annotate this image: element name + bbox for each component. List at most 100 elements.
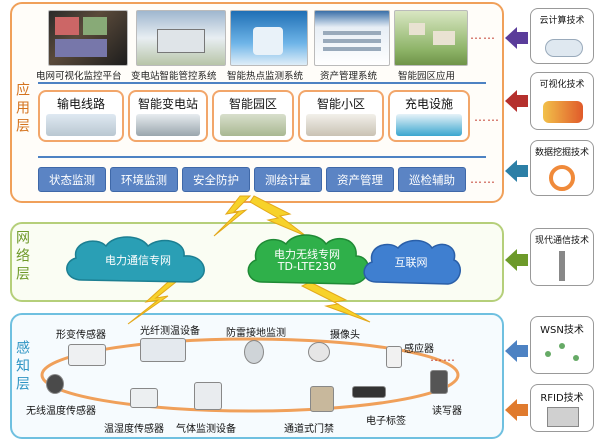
function-survey-metering: 测绘计量 bbox=[254, 167, 322, 192]
tech-label-data-mining: 数据挖掘技术 bbox=[534, 148, 589, 158]
device-label-access-gate: 通道式门禁 bbox=[284, 424, 334, 435]
functions-more-ellipsis: …… bbox=[470, 172, 496, 186]
field-card-smart-park: 智能园区 bbox=[212, 90, 294, 142]
transmission-tower-icon bbox=[46, 114, 116, 136]
data-mining-icon bbox=[541, 161, 583, 191]
private-network-cloud bbox=[66, 236, 205, 283]
tech-box-visualization: 可视化技术 bbox=[530, 72, 594, 130]
tech-box-modern-communication: 现代通信技术 bbox=[530, 228, 594, 286]
rfid-card-icon bbox=[541, 405, 583, 427]
function-asset-management: 资产管理 bbox=[326, 167, 394, 192]
device-label-fiber-temperature: 光纤测温设备 bbox=[140, 326, 200, 337]
device-label-grounding-monitor: 防雷接地监测 bbox=[226, 328, 286, 339]
wireless-network-cloud bbox=[247, 234, 370, 285]
field-card-smart-substation: 智能变电站 bbox=[128, 90, 208, 142]
device-label-deformation-sensor: 形变传感器 bbox=[56, 330, 106, 341]
device-label-wireless-temperature: 无线温度传感器 bbox=[26, 406, 96, 417]
data-mining-tech-arrow bbox=[516, 165, 528, 177]
communication-tower-icon bbox=[541, 249, 583, 281]
internet-label: 互联网 bbox=[394, 256, 428, 269]
deformation-sensor-icon bbox=[68, 344, 106, 366]
internet-cloud bbox=[363, 239, 461, 285]
device-label-electronic-tag: 电子标签 bbox=[366, 416, 406, 427]
field-card-transmission-line: 输电线路 bbox=[38, 90, 124, 142]
tech-box-cloud-computing: 云计算技术 bbox=[530, 8, 594, 64]
application-layer-title: 应用层 bbox=[14, 82, 30, 136]
lightning-bolt-icon bbox=[249, 195, 307, 237]
devices-more-ellipsis: …… bbox=[430, 350, 456, 364]
private-network-label: 电力通信专网 bbox=[105, 254, 171, 267]
field-label-smart-park: 智能园区 bbox=[228, 97, 277, 111]
tech-box-data-mining: 数据挖掘技术 bbox=[530, 140, 594, 196]
wsn-tech-arrow bbox=[516, 345, 528, 357]
electronic-tag-icon bbox=[352, 386, 386, 398]
gas-monitor-icon bbox=[194, 382, 222, 410]
wsn-tech-arrowhead bbox=[505, 340, 517, 362]
field-label-charging-facility: 充电设施 bbox=[404, 97, 453, 111]
device-label-gas-monitor: 气体监测设备 bbox=[176, 424, 236, 435]
reader-icon bbox=[430, 370, 448, 394]
charging-station-icon bbox=[396, 114, 462, 136]
temp-humidity-sensor-icon bbox=[130, 388, 158, 408]
camera-icon bbox=[308, 342, 330, 362]
wsn-network-icon bbox=[541, 337, 583, 368]
function-security-protection: 安全防护 bbox=[182, 167, 250, 192]
hotspot-monitoring-screenshot bbox=[230, 10, 308, 66]
fiber-temperature-device-icon bbox=[140, 338, 186, 362]
tech-label-wsn: WSN技术 bbox=[540, 325, 584, 336]
tech-label-modern-communication: 现代通信技术 bbox=[534, 236, 589, 246]
systems-more-ellipsis: …… bbox=[470, 28, 496, 42]
substation-icon bbox=[136, 114, 200, 136]
system-label-monitoring-platform: 电网可视化监控平台 bbox=[36, 71, 122, 82]
cloud-tech-arrowhead bbox=[505, 27, 517, 49]
tech-label-cloud-computing: 云计算技术 bbox=[539, 16, 585, 26]
field-card-charging-facility: 充电设施 bbox=[388, 90, 470, 142]
wireless-network-label-line1: 电力无线专网 bbox=[274, 248, 340, 261]
device-label-temp-humidity: 温湿度传感器 bbox=[104, 424, 164, 435]
system-label-smart-park: 智能园区应用 bbox=[398, 71, 456, 82]
visualization-icon bbox=[541, 93, 583, 124]
lightning-bolt-icon bbox=[213, 195, 252, 237]
device-label-reader: 读写器 bbox=[432, 406, 462, 417]
cloud-computing-icon bbox=[541, 29, 583, 58]
wireless-network-label-line2: TD-LTE230 bbox=[277, 260, 337, 273]
communication-tech-arrowhead bbox=[505, 249, 517, 271]
monitoring-platform-screenshot bbox=[48, 10, 128, 66]
access-gate-icon bbox=[310, 386, 334, 412]
lightning-bolt-icon bbox=[300, 281, 371, 323]
wireless-temperature-sensor-icon bbox=[46, 374, 64, 394]
grounding-monitor-icon bbox=[244, 340, 264, 364]
device-label-camera: 摄像头 bbox=[330, 330, 360, 341]
system-label-substation-control: 变电站智能管控系统 bbox=[131, 71, 217, 82]
communication-tech-arrow bbox=[516, 254, 528, 266]
field-card-smart-community: 智能小区 bbox=[298, 90, 384, 142]
function-environment-monitoring: 环境监测 bbox=[110, 167, 178, 192]
application-separator-bottom bbox=[38, 156, 486, 158]
data-mining-tech-arrowhead bbox=[505, 160, 517, 182]
substation-control-screenshot bbox=[136, 10, 226, 66]
rfid-tech-arrow bbox=[516, 404, 528, 416]
visualization-tech-arrowhead bbox=[505, 90, 517, 112]
field-label-smart-community: 智能小区 bbox=[316, 97, 365, 111]
device-label-inductor: 感应器 bbox=[404, 344, 434, 355]
application-separator-top bbox=[38, 82, 486, 84]
function-status-monitoring: 状态监测 bbox=[38, 167, 106, 192]
park-buildings-icon bbox=[220, 114, 286, 136]
tech-label-rfid: RFID技术 bbox=[540, 393, 584, 404]
system-label-hotspot-monitoring: 智能热点监测系统 bbox=[227, 71, 304, 82]
community-buildings-icon bbox=[306, 114, 376, 136]
function-inspection-assist: 巡检辅助 bbox=[398, 167, 466, 192]
cloud-tech-arrow bbox=[516, 32, 528, 44]
visualization-tech-arrow bbox=[516, 95, 528, 107]
lightning-bolt-icon bbox=[127, 281, 178, 325]
tech-label-visualization: 可视化技术 bbox=[539, 80, 585, 90]
field-label-transmission-line: 输电线路 bbox=[56, 97, 105, 111]
perception-layer-title: 感知层 bbox=[14, 340, 30, 394]
smart-park-screenshot bbox=[394, 10, 468, 66]
fields-more-ellipsis: …… bbox=[474, 110, 500, 124]
rfid-tech-arrowhead bbox=[505, 399, 517, 421]
inductor-sensor-icon bbox=[386, 346, 402, 368]
network-layer-title: 网络层 bbox=[14, 230, 30, 284]
